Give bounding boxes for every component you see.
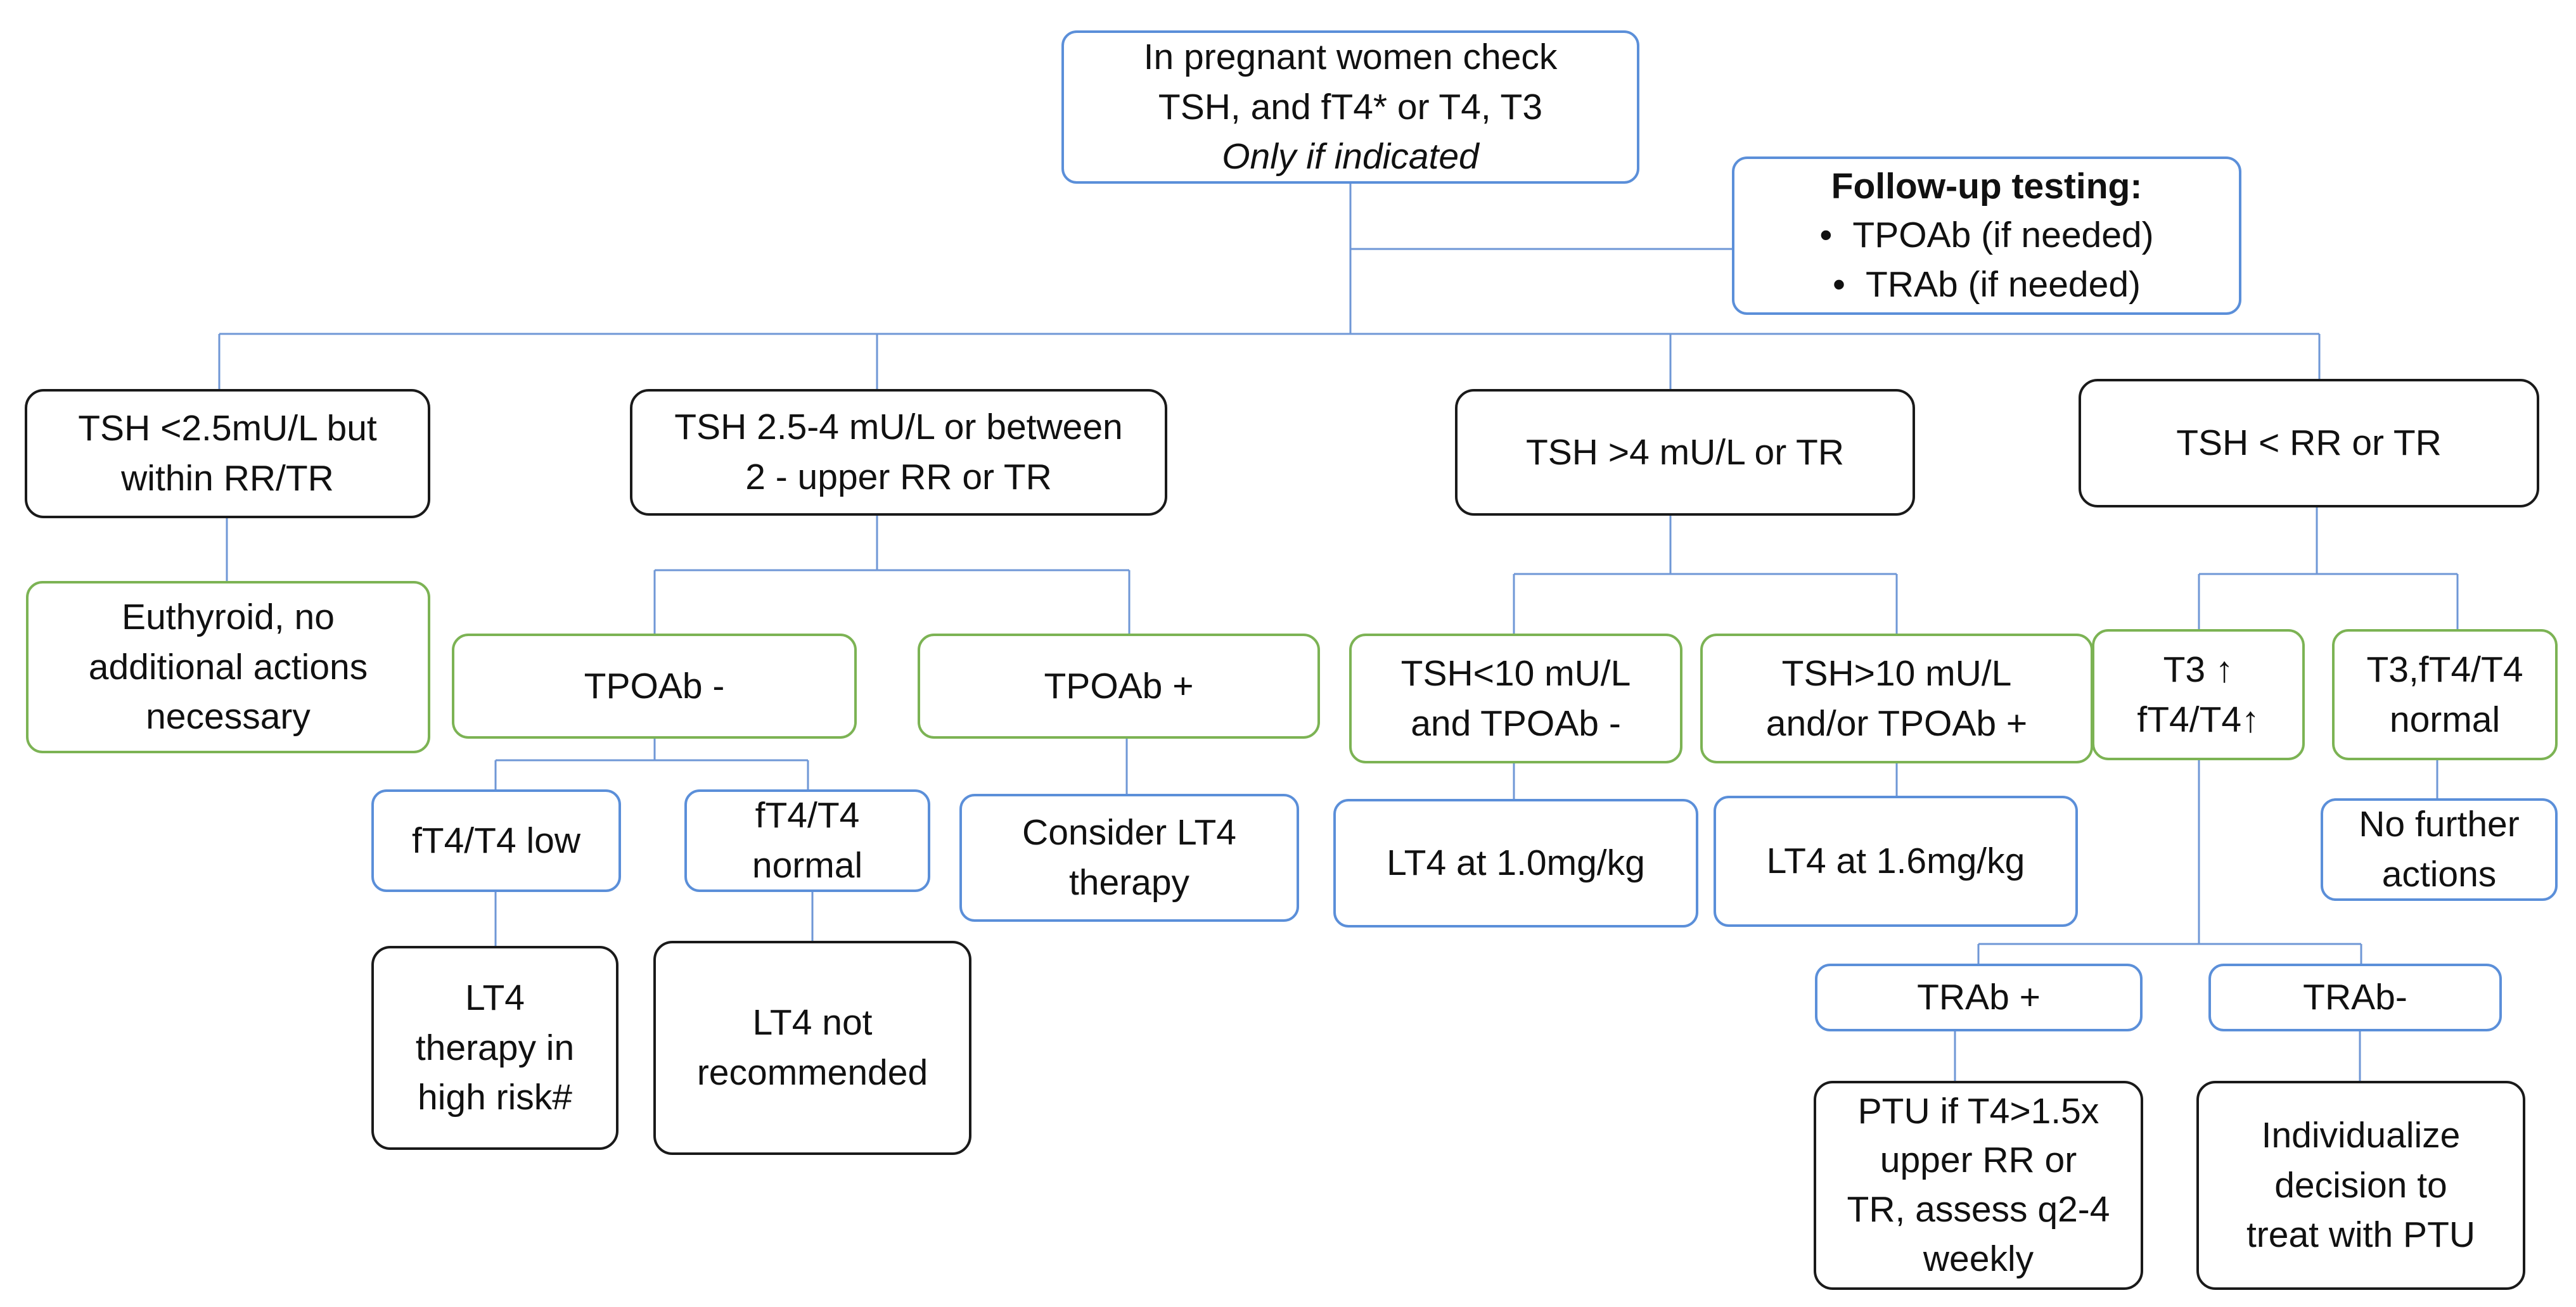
node-text-line: Euthyroid, no xyxy=(122,597,335,638)
follow-up-title: Follow-up testing: xyxy=(1831,165,2143,207)
node-text-line: Consider LT4 xyxy=(1022,812,1236,853)
node-text-line: LT4 xyxy=(465,978,525,1019)
node-text-line: upper RR or xyxy=(1880,1140,2077,1181)
lt4-high-risk-node: LT4 therapy in high risk# xyxy=(371,946,618,1150)
tsh-gt10-node: TSH>10 mU/L and/or TPOAb + xyxy=(1700,634,2093,763)
node-text-line: LT4 not xyxy=(752,1002,873,1043)
node-text-line: TSH <2.5mU/L but xyxy=(78,408,377,449)
node-text-line: TSH, and fT4* or T4, T3 xyxy=(1158,86,1543,127)
tpoab-negative-node: TPOAb - xyxy=(452,634,857,739)
node-text-line: LT4 at 1.6mg/kg xyxy=(1766,841,2025,882)
node-text-line: additional actions xyxy=(88,646,368,687)
bullet-icon: • xyxy=(1819,215,1833,256)
bullet-icon: • xyxy=(1832,264,1845,305)
node-text-line: TR, assess q2-4 xyxy=(1847,1189,2110,1230)
node-text-line: Individualize xyxy=(2261,1115,2461,1156)
node-text-line: recommended xyxy=(696,1052,928,1093)
node-text-line: therapy xyxy=(1068,862,1190,903)
individualize-node: Individualize decision to treat with PTU xyxy=(2196,1081,2525,1290)
node-text-line: fT4/T4 xyxy=(755,795,860,836)
node-text-line: LT4 at 1.0mg/kg xyxy=(1387,843,1645,884)
tsh-low-within-node: TSH <2.5mU/L but within RR/TR xyxy=(25,389,430,518)
tsh-lt-rr-node: TSH < RR or TR xyxy=(2079,379,2539,507)
node-text-line: fT4/T4 low xyxy=(411,820,581,861)
trab-positive-node: TRAb + xyxy=(1815,964,2143,1031)
node-text-line: TPOAb + xyxy=(1044,665,1194,706)
tsh-gt4-node: TSH >4 mU/L or TR xyxy=(1455,389,1915,516)
node-text-line: TSH>10 mU/L xyxy=(1781,653,2012,694)
follow-up-item-text: TRAb (if needed) xyxy=(1865,264,2141,305)
node-text-line: high risk# xyxy=(418,1077,572,1118)
node-text-line: normal xyxy=(2389,699,2501,740)
follow-up-item: • TPOAb (if needed) xyxy=(1819,211,2153,260)
node-text-line: weekly xyxy=(1923,1238,2034,1279)
lt4-not-recommended-node: LT4 not recommended xyxy=(653,941,971,1155)
node-text-line: PTU if T4>1.5x xyxy=(1857,1090,2099,1132)
ft4-low-node: fT4/T4 low xyxy=(371,789,621,892)
node-text-line: treat with PTU xyxy=(2246,1215,2476,1256)
tsh-lt10-node: TSH<10 mU/L and TPOAb - xyxy=(1349,634,1682,763)
node-text-line: therapy in xyxy=(415,1027,575,1068)
no-further-actions-node: No further actions xyxy=(2321,798,2558,901)
lt4-1-6-node: LT4 at 1.6mg/kg xyxy=(1714,796,2078,927)
node-text-line: TRAb- xyxy=(2303,977,2407,1018)
node-text-line: No further xyxy=(2359,804,2520,845)
node-text-line: fT4/T4↑ xyxy=(2137,699,2260,740)
node-text-line: T3 ↑ xyxy=(2163,649,2234,690)
node-text-line: normal xyxy=(752,845,863,886)
tsh-2-5-4-node: TSH 2.5-4 mU/L or between 2 - upper RR o… xyxy=(630,389,1167,516)
node-text-line: decision to xyxy=(2274,1164,2447,1206)
node-text-line: and/or TPOAb + xyxy=(1765,703,2028,744)
tpoab-positive-node: TPOAb + xyxy=(918,634,1320,739)
node-text-line: 2 - upper RR or TR xyxy=(745,457,1052,497)
follow-up-item: • TRAb (if needed) xyxy=(1819,260,2153,310)
node-text-line: and TPOAb - xyxy=(1411,703,1621,744)
node-text-line: In pregnant women check xyxy=(1143,37,1558,78)
node-text-line: within RR/TR xyxy=(121,458,334,499)
follow-up-node: Follow-up testing: •TPOAb (if needed) •T… xyxy=(1732,156,2241,315)
lt4-1-0-node: LT4 at 1.0mg/kg xyxy=(1333,799,1698,928)
ptu-if-node: PTU if T4>1.5x upper RR or TR, assess q2… xyxy=(1814,1081,2143,1290)
node-text-line: T3,fT4/T4 xyxy=(2366,649,2523,690)
node-text-line: TSH < RR or TR xyxy=(2176,423,2442,464)
node-text-line: TRAb + xyxy=(1917,977,2041,1018)
node-text-line: TSH 2.5-4 mU/L or between xyxy=(674,407,1123,448)
root-node: In pregnant women check TSH, and fT4* or… xyxy=(1061,30,1639,184)
consider-lt4-node: Consider LT4 therapy xyxy=(959,794,1299,922)
follow-up-item-text: TPOAb (if needed) xyxy=(1852,215,2154,256)
node-text-line: actions xyxy=(2381,854,2497,895)
node-text-line: necessary xyxy=(146,696,311,737)
follow-up-list: •TPOAb (if needed) •TRAb (if needed) xyxy=(1819,211,2153,309)
t3-normal-node: T3,fT4/T4 normal xyxy=(2332,629,2558,760)
node-text-line: TSH >4 mU/L or TR xyxy=(1525,431,1845,473)
euthyroid-node: Euthyroid, no additional actions necessa… xyxy=(26,581,430,753)
node-text-line: TSH<10 mU/L xyxy=(1400,653,1631,694)
t3-elevated-node: T3 ↑ fT4/T4↑ xyxy=(2092,629,2305,760)
node-note: Only if indicated xyxy=(1222,136,1479,177)
trab-negative-node: TRAb- xyxy=(2208,964,2502,1031)
ft4-normal-node: fT4/T4 normal xyxy=(684,789,930,892)
node-text-line: TPOAb - xyxy=(584,665,725,706)
